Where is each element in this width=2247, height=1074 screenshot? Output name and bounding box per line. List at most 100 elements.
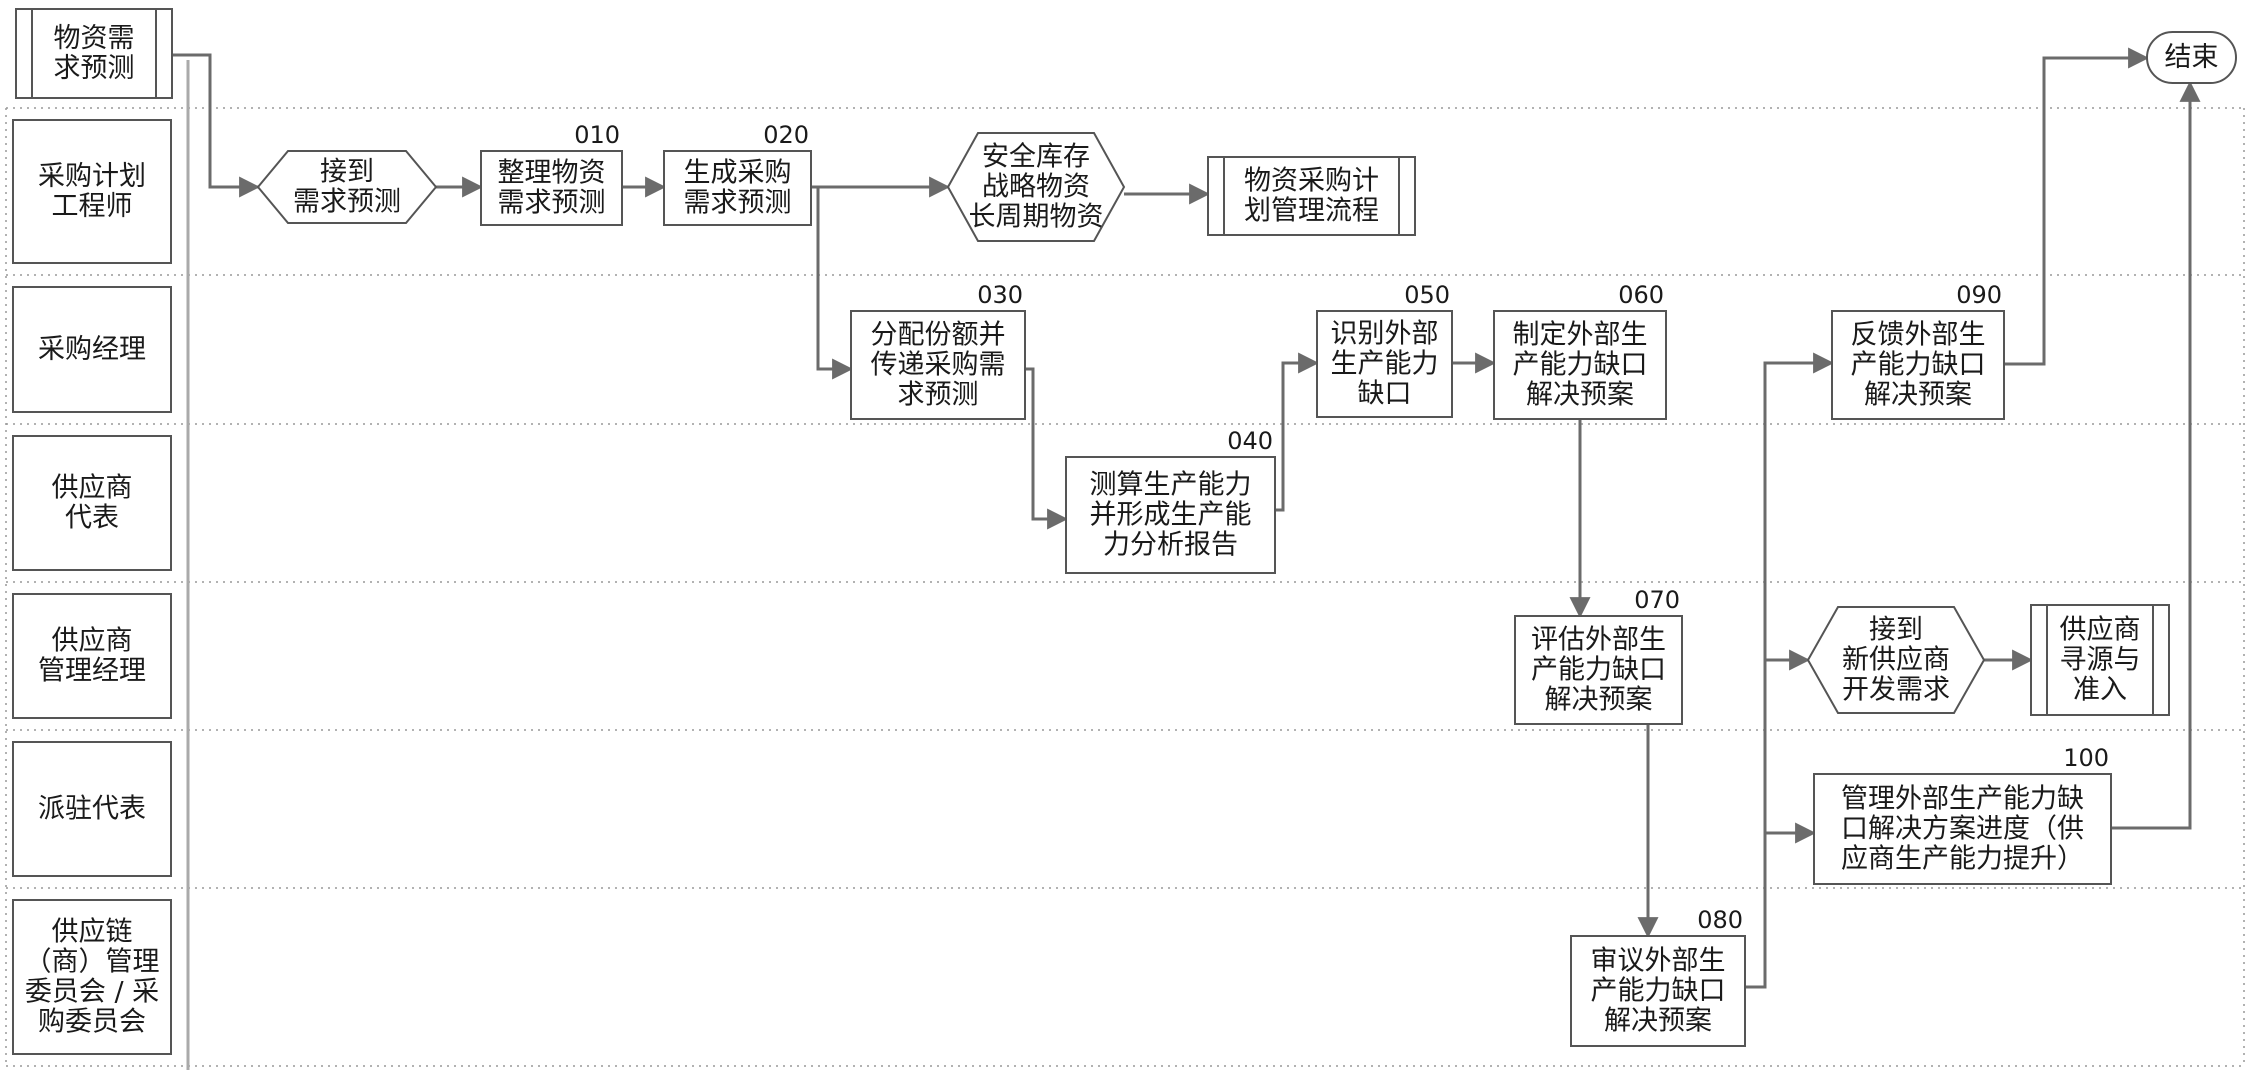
node-line: 生产能力 — [1331, 349, 1439, 380]
node-line: 供应商 — [2060, 615, 2141, 646]
arrow-n00-to-n01 — [172, 53, 261, 198]
lane-header-line: 代表 — [65, 503, 119, 534]
step-number: 090 — [1956, 281, 2002, 309]
node-line: 识别外部 — [1331, 319, 1439, 350]
node-line: 制定外部生 — [1513, 320, 1648, 351]
lane-header-line: 管理经理 — [38, 656, 146, 687]
process-box — [1813, 773, 2112, 885]
lane-header-box — [12, 119, 172, 264]
node-line: 结束 — [2165, 42, 2219, 73]
node-line: 产能力缺口 — [1513, 350, 1648, 381]
node-line: 接到 — [320, 157, 374, 188]
subprocess-box — [15, 8, 173, 99]
arrow-n080-to-n090 — [1745, 352, 1835, 989]
node-line: 战略物资 — [982, 172, 1090, 203]
process-box — [1570, 935, 1746, 1047]
process-box — [1065, 456, 1276, 574]
lane-header-box — [12, 899, 172, 1055]
connector-arrows — [172, 47, 2201, 989]
node-line: 反馈外部生 — [1851, 320, 1986, 351]
node-line: 需求预测 — [293, 187, 401, 218]
node-line: 需求预测 — [684, 188, 792, 219]
node-line: 管理外部生产能力缺 — [1841, 784, 2084, 815]
event-hexagon — [946, 132, 1126, 242]
node-line: 口解决方案进度（供 — [1841, 814, 2084, 845]
step-number: 080 — [1697, 906, 1743, 934]
swimlane-l2: 采购经理 — [12, 286, 172, 413]
node-line: 寻源与 — [2060, 645, 2141, 676]
node-line: 解决预案 — [1545, 685, 1653, 716]
lane-header-box — [12, 435, 172, 571]
node-line: 解决预案 — [1864, 380, 1972, 411]
lane-header-line: 供应商 — [52, 626, 133, 657]
subprocess-box — [1207, 156, 1416, 236]
step-number: 020 — [763, 121, 809, 149]
lane-header-box — [12, 286, 172, 413]
node-line: 测算生产能力 — [1090, 470, 1252, 501]
node-line: 产能力缺口 — [1851, 350, 1986, 381]
lane-header-line: 派驻代表 — [38, 794, 146, 825]
lane-header-line: 采购经理 — [38, 334, 146, 365]
node-line: 审议外部生 — [1591, 946, 1726, 977]
node-line: 求预测 — [898, 380, 979, 411]
step-number: 030 — [977, 281, 1023, 309]
process-box — [480, 150, 623, 226]
flow-nodes: 物资需求预测接到需求预测整理物资需求预测010生成采购需求预测020安全库存战略… — [15, 8, 2237, 1047]
lane-header-box — [12, 741, 172, 877]
arrow-n020-to-n030 — [811, 185, 854, 380]
event-hexagon — [256, 150, 438, 224]
arrow-n030-to-n040 — [1025, 367, 1069, 530]
lane-header-box — [12, 593, 172, 719]
node-line: 物资采购计 — [1244, 166, 1379, 197]
node-line: 接到 — [1869, 615, 1923, 646]
node-line: 整理物资 — [498, 158, 606, 189]
node-line: 评估外部生 — [1531, 625, 1666, 656]
node-line: 解决预案 — [1526, 380, 1634, 411]
terminator-capsule — [2146, 31, 2237, 84]
node-line: 分配份额并 — [871, 320, 1006, 351]
event-hexagon — [1806, 606, 1986, 714]
process-box — [850, 310, 1026, 420]
node-line: 长周期物资 — [969, 202, 1104, 233]
node-line: 安全库存 — [982, 142, 1090, 173]
node-line: 传递采购需 — [871, 350, 1006, 381]
node-line: 产能力缺口 — [1531, 655, 1666, 686]
node-line: 应商生产能力提升） — [1841, 844, 2084, 875]
node-line: 产能力缺口 — [1591, 976, 1726, 1007]
node-line: 力分析报告 — [1103, 530, 1238, 561]
swimlane-dividers — [5, 60, 2245, 1070]
lane-header-line: 购委员会 — [38, 1007, 146, 1038]
arrow-n090-to-nend — [2004, 47, 2150, 366]
node-line: 新供应商 — [1842, 645, 1950, 676]
node-line: 划管理流程 — [1244, 196, 1379, 227]
node-line: 并形成生产能 — [1090, 500, 1252, 531]
process-box — [1316, 310, 1453, 418]
process-box — [663, 150, 812, 226]
swimlane-l5: 派驻代表 — [12, 741, 172, 877]
lane-header-line: 供应商 — [52, 473, 133, 504]
step-number: 060 — [1618, 281, 1664, 309]
process-box — [1493, 310, 1667, 420]
process-box — [1514, 615, 1683, 725]
node-line: 解决预案 — [1604, 1006, 1712, 1037]
step-number: 040 — [1227, 427, 1273, 455]
lane-header-line: 工程师 — [52, 191, 133, 222]
